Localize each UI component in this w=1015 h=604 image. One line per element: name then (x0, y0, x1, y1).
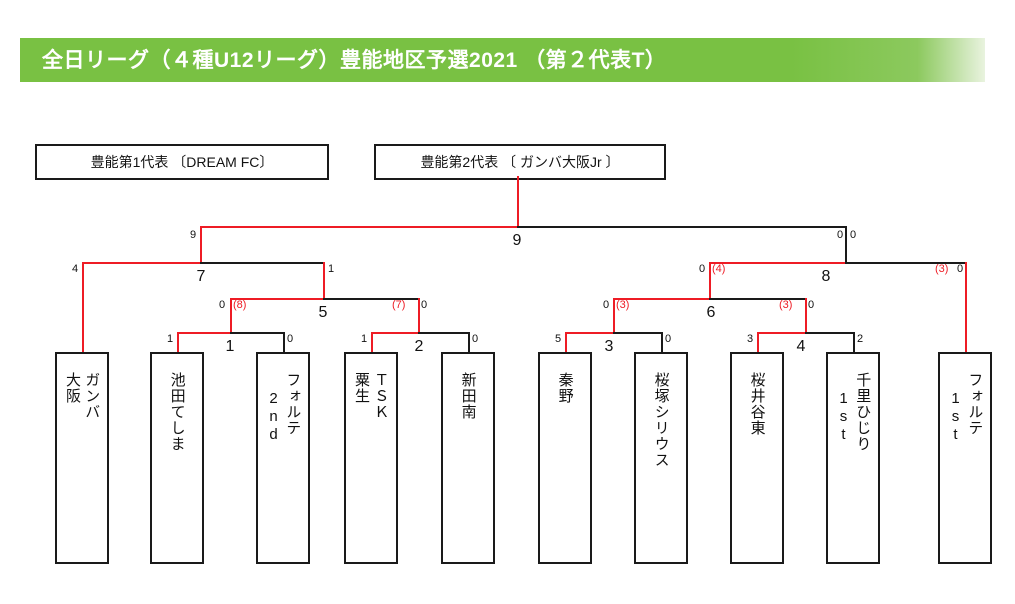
team2-stem (177, 332, 179, 352)
match5-right-score: 0 (421, 299, 428, 311)
match3-number: 3 (604, 338, 614, 355)
team-name: 新田南 (459, 372, 477, 420)
match3-winner-stem (613, 298, 615, 332)
match5-number: 5 (318, 304, 328, 321)
team-box[interactable]: ＴＳＫ 粟生 (344, 352, 398, 564)
team-box[interactable]: フォルテ 2nd (256, 352, 310, 564)
team-name: 池田てしま (168, 372, 186, 452)
representative-box-1: 豊能第1代表 〔DREAM FC〕 (35, 144, 329, 180)
header-bar (20, 38, 985, 82)
match6-bar-left (613, 298, 709, 300)
match7-bar-left (82, 262, 202, 264)
match1-number: 1 (225, 338, 235, 355)
representative-label-1: 豊能第1代表 〔DREAM FC〕 (90, 154, 274, 170)
team1-stem (82, 262, 84, 352)
team-name: 千里ひじり 1st (835, 372, 872, 452)
match6-bar-right (709, 298, 805, 300)
match6-right-score: 0 (808, 299, 815, 311)
match5-left-pk: (8) (233, 299, 247, 311)
match6-left-pk: (3) (616, 299, 630, 311)
match1-bar-right (230, 332, 283, 334)
team9-stem (853, 332, 855, 352)
match4-bar-right (805, 332, 853, 334)
team10-stem (965, 262, 967, 352)
match8-bar-left (709, 262, 847, 264)
final-champion-stem (517, 176, 519, 226)
match7-right-score: 1 (328, 263, 335, 275)
match5-bar-right (323, 298, 418, 300)
team-name: フォルテ 1st (947, 372, 984, 444)
match2-winner-stem (418, 298, 420, 332)
team-box[interactable]: 秦野 (538, 352, 592, 564)
match7-left-score: 4 (72, 263, 79, 275)
match3-bar-left (565, 332, 613, 334)
match4-left-score: 3 (747, 333, 754, 345)
team-box[interactable]: 池田てしま (150, 352, 204, 564)
team-name: 秦野 (556, 372, 574, 404)
team-box[interactable]: フォルテ 1st (938, 352, 992, 564)
team8-stem (757, 332, 759, 352)
page-title: 全日リーグ（４種U12リーグ）豊能地区予選2021 （第２代表T） (42, 49, 667, 72)
match1-left-score: 1 (167, 333, 174, 345)
final-bar-right (517, 226, 847, 228)
team-box[interactable]: ガンバ 大阪 (55, 352, 109, 564)
team-box[interactable]: 桜塚シリウス (634, 352, 688, 564)
team-name: ＴＳＫ 粟生 (353, 372, 390, 420)
team-box[interactable]: 千里ひじり 1st (826, 352, 880, 564)
match6-left-score: 0 (603, 299, 610, 311)
match8-loser-stem (845, 226, 847, 262)
match8-number: 8 (821, 268, 831, 285)
match8-left-pk: (4) (712, 263, 726, 275)
match4-bar-left (757, 332, 805, 334)
team-box[interactable]: 新田南 (441, 352, 495, 564)
team-name: フォルテ 2nd (265, 372, 302, 444)
match5-bar-left (230, 298, 323, 300)
match7-bar-right (200, 262, 325, 264)
match1-winner-stem (230, 298, 232, 332)
match7-number: 7 (196, 268, 206, 285)
match8-right-pk: (3) (935, 263, 949, 275)
match5-right-pk: (7) (392, 299, 406, 311)
match4-right-score: 2 (857, 333, 864, 345)
team-name: 桜井谷東 (748, 372, 766, 436)
match6-number: 6 (706, 304, 716, 321)
match4-winner-stem (805, 298, 807, 332)
match3-right-score: 0 (665, 333, 672, 345)
match9-left-score: 9 (190, 229, 197, 241)
representative-box-2: 豊能第2代表 〔 ガンバ大阪Jr 〕 (374, 144, 666, 180)
team7-stem (661, 332, 663, 352)
team3-stem (283, 332, 285, 352)
match8-right-score: 0 (957, 263, 964, 275)
match9-right-score: 0 (837, 229, 844, 241)
match2-bar-left (371, 332, 418, 334)
match4-number: 4 (796, 338, 806, 355)
match9-number: 9 (512, 232, 522, 249)
match6-right-pk: (3) (779, 299, 793, 311)
match2-left-score: 1 (361, 333, 368, 345)
match6-winner-stem (709, 262, 711, 298)
match5-winner-stem (323, 262, 325, 298)
match8-left-score: 0 (699, 263, 706, 275)
match8-upper-score: 0 (850, 229, 857, 241)
match2-right-score: 0 (472, 333, 479, 345)
match5-left-score: 0 (219, 299, 226, 311)
representative-label-2: 豊能第2代表 〔 ガンバ大阪Jr 〕 (420, 154, 620, 170)
match3-bar-right (613, 332, 661, 334)
match2-number: 2 (414, 338, 424, 355)
team6-stem (565, 332, 567, 352)
match8-bar-right (845, 262, 967, 264)
team4-stem (371, 332, 373, 352)
team-box[interactable]: 桜井谷東 (730, 352, 784, 564)
match1-right-score: 0 (287, 333, 294, 345)
match3-left-score: 5 (555, 333, 562, 345)
match2-bar-right (418, 332, 468, 334)
match1-bar-left (177, 332, 230, 334)
team-name: 桜塚シリウス (652, 372, 670, 468)
final-bar-left (200, 226, 519, 228)
team-name: ガンバ 大阪 (64, 372, 101, 420)
team5-stem (468, 332, 470, 352)
match7-winner-stem (200, 226, 202, 262)
